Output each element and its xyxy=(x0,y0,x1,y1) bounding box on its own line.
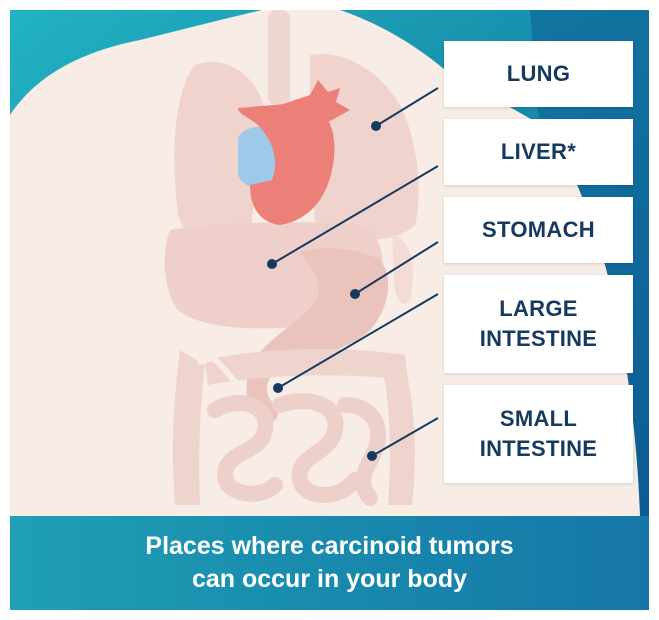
label-large-intestine-text: LARGE INTESTINE xyxy=(480,294,598,354)
label-large-intestine: LARGE INTESTINE xyxy=(444,275,633,373)
dot-large-intestine xyxy=(273,383,283,393)
label-lung: LUNG xyxy=(444,41,633,107)
caption-text: Places where carcinoid tumors can occur … xyxy=(145,530,513,596)
label-stomach-text: STOMACH xyxy=(482,215,595,245)
label-liver-text: LIVER* xyxy=(501,137,576,167)
dot-lung xyxy=(371,121,381,131)
caption-banner: Places where carcinoid tumors can occur … xyxy=(10,516,649,610)
dot-stomach xyxy=(350,289,360,299)
label-small-intestine-text: SMALL INTESTINE xyxy=(480,404,598,464)
dot-small-intestine xyxy=(367,451,377,461)
label-small-intestine: SMALL INTESTINE xyxy=(444,385,633,483)
dot-liver xyxy=(267,259,277,269)
label-liver: LIVER* xyxy=(444,119,633,185)
label-stomach: STOMACH xyxy=(444,197,633,263)
label-lung-text: LUNG xyxy=(507,59,571,89)
trachea xyxy=(268,10,290,105)
